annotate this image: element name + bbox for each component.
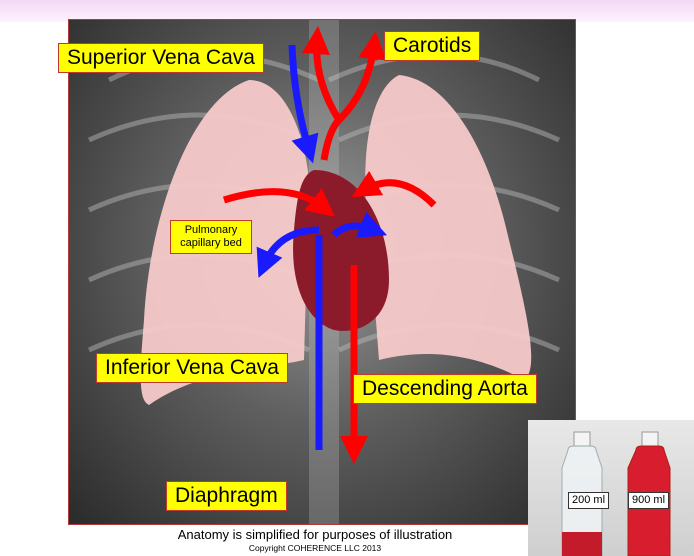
- chest-xray-image: [68, 19, 576, 525]
- label-diaphragm: Diaphragm: [166, 481, 287, 511]
- bottles-drawing: [528, 420, 694, 556]
- bottle-label-200ml: 200 ml: [568, 492, 609, 509]
- label-superior-vena-cava: Superior Vena Cava: [58, 43, 264, 73]
- illustration-caption: Anatomy is simplified for purposes of il…: [145, 527, 485, 542]
- label-descending-aorta: Descending Aorta: [353, 374, 537, 404]
- label-inferior-vena-cava: Inferior Vena Cava: [96, 353, 288, 383]
- anatomy-illustration: [69, 20, 576, 525]
- blood-volume-bottles-photo: 200 ml 900 ml: [528, 420, 694, 556]
- bottle-label-900ml: 900 ml: [628, 492, 669, 509]
- label-pulmonary-capillary-bed: Pulmonary capillary bed: [170, 220, 252, 254]
- copyright-notice: Copyright COHERENCE LLC 2013: [145, 543, 485, 553]
- label-carotids: Carotids: [384, 31, 480, 61]
